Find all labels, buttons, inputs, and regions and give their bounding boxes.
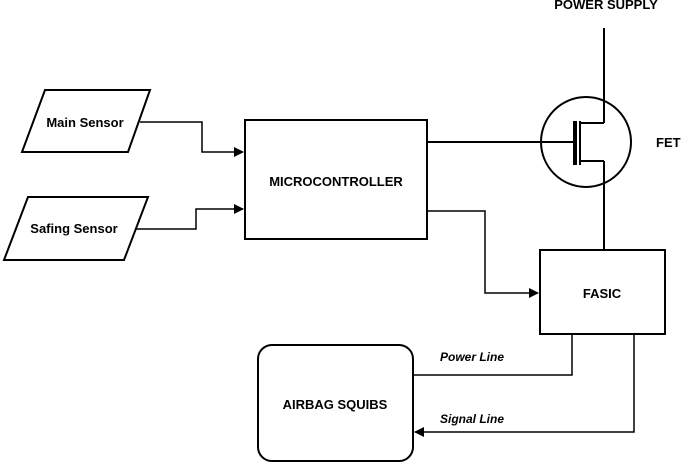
airbag-squibs-node: AIRBAG SQUIBS xyxy=(257,344,414,462)
safing-sensor-label: Safing Sensor xyxy=(30,221,117,236)
mcu-to-fasic-arrow xyxy=(427,210,539,298)
power-supply-label: POWER SUPPLY xyxy=(554,0,658,12)
main-sensor-label: Main Sensor xyxy=(46,115,123,130)
safing-sensor-node: Safing Sensor xyxy=(2,196,150,261)
fet-label: FET xyxy=(656,135,681,150)
airbag-squibs-label: AIRBAG SQUIBS xyxy=(283,397,388,412)
signal-line-arrow xyxy=(414,334,635,437)
signal-line-label: Signal Line xyxy=(440,412,504,426)
microcontroller-label: MICROCONTROLLER xyxy=(269,174,403,189)
power-line-label: Power Line xyxy=(440,350,504,364)
main-sensor-node: Main Sensor xyxy=(20,89,152,153)
fet-symbol xyxy=(540,28,632,250)
main-sensor-to-mcu-arrow xyxy=(140,121,244,157)
power-line-connector xyxy=(413,334,573,376)
safing-sensor-to-mcu-arrow xyxy=(136,204,244,230)
fasic-node: FASIC xyxy=(539,249,666,335)
microcontroller-node: MICROCONTROLLER xyxy=(244,119,428,240)
fasic-label: FASIC xyxy=(583,286,622,301)
